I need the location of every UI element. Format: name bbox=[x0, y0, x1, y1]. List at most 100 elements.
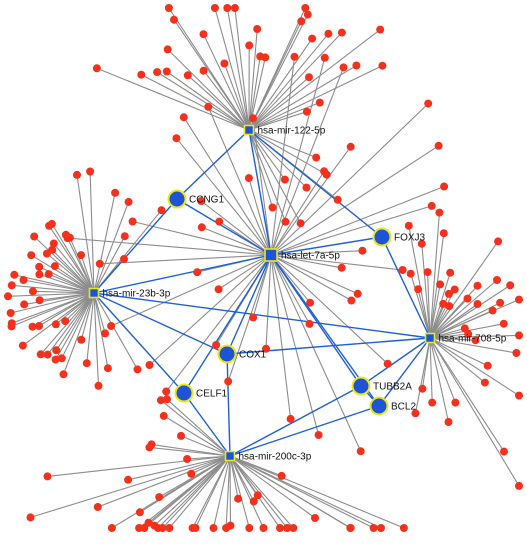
target-edge bbox=[229, 455, 281, 529]
target-node bbox=[43, 350, 52, 359]
target-node bbox=[144, 518, 153, 527]
target-edge bbox=[180, 435, 231, 457]
target-edge bbox=[270, 254, 292, 419]
target-node bbox=[436, 280, 445, 289]
gene-node-cox1 bbox=[217, 344, 237, 364]
target-edge bbox=[234, 7, 250, 131]
target-edge bbox=[265, 254, 272, 349]
target-edge bbox=[429, 299, 520, 339]
target-node bbox=[414, 285, 423, 294]
target-node bbox=[163, 45, 172, 54]
target-node bbox=[280, 175, 289, 184]
target-edge bbox=[93, 192, 116, 294]
target-node bbox=[445, 302, 454, 311]
target-node bbox=[10, 270, 19, 279]
target-node bbox=[177, 431, 185, 440]
target-node bbox=[162, 67, 171, 76]
mirna-node-let7 bbox=[264, 248, 278, 262]
target-edge bbox=[270, 103, 429, 256]
target-edge bbox=[429, 337, 450, 423]
target-edge bbox=[51, 223, 95, 294]
target-node bbox=[82, 359, 91, 368]
target-node bbox=[20, 300, 29, 309]
target-edge bbox=[166, 71, 250, 131]
target-edge bbox=[270, 250, 363, 256]
target-node bbox=[281, 217, 290, 226]
regulatory-edge bbox=[93, 292, 228, 355]
target-edge bbox=[429, 337, 456, 403]
target-edge bbox=[218, 254, 272, 290]
target-edge bbox=[14, 274, 95, 294]
target-edge bbox=[200, 200, 272, 256]
target-node bbox=[244, 174, 253, 183]
target-node bbox=[308, 34, 317, 43]
target-node bbox=[423, 268, 432, 277]
target-node bbox=[147, 440, 156, 449]
target-node bbox=[333, 195, 342, 204]
target-node bbox=[283, 524, 292, 532]
target-node bbox=[337, 28, 346, 37]
target-node bbox=[93, 503, 102, 511]
target-edge bbox=[270, 145, 439, 256]
regulatory-edge bbox=[176, 198, 272, 256]
target-edge bbox=[212, 455, 231, 529]
target-node bbox=[48, 245, 57, 254]
target-edge bbox=[195, 455, 231, 529]
target-edge bbox=[248, 65, 357, 131]
target-edge bbox=[248, 65, 383, 131]
target-node bbox=[111, 188, 120, 197]
target-node bbox=[311, 514, 319, 522]
target-edge bbox=[47, 455, 231, 477]
target-edge bbox=[270, 254, 389, 365]
target-edge bbox=[429, 298, 468, 339]
target-edge bbox=[167, 49, 250, 131]
regulatory-edge bbox=[229, 405, 380, 457]
target-node bbox=[179, 113, 188, 122]
target-node bbox=[183, 71, 192, 80]
target-edge bbox=[248, 177, 272, 256]
target-node bbox=[451, 398, 460, 407]
target-edge bbox=[248, 129, 327, 176]
target-node bbox=[95, 259, 104, 268]
target-edge bbox=[270, 254, 352, 301]
target-node bbox=[4, 292, 12, 301]
target-node bbox=[312, 153, 321, 162]
target-edge bbox=[429, 337, 476, 341]
target-edge bbox=[270, 254, 362, 452]
target-edge bbox=[248, 129, 287, 223]
target-node bbox=[172, 134, 181, 143]
target-node bbox=[245, 524, 254, 532]
target-node bbox=[162, 387, 171, 396]
target-edge bbox=[99, 254, 272, 265]
target-edge bbox=[30, 455, 231, 518]
target-edge bbox=[270, 205, 432, 256]
target-node bbox=[7, 281, 16, 290]
target-node bbox=[480, 378, 489, 387]
target-edge bbox=[11, 284, 95, 294]
target-edge bbox=[429, 337, 488, 367]
target-edge bbox=[32, 290, 95, 294]
target-node bbox=[210, 4, 219, 12]
target-node bbox=[249, 114, 257, 123]
target-node bbox=[500, 447, 508, 456]
regulatory-edge bbox=[270, 236, 383, 256]
target-edge bbox=[248, 32, 343, 131]
target-edge bbox=[69, 237, 95, 294]
target-edge bbox=[32, 292, 95, 328]
mirna-node-m200c bbox=[224, 450, 236, 462]
target-node bbox=[506, 281, 515, 290]
target-edge bbox=[248, 129, 302, 224]
gene-label-celf1: CELF1 bbox=[196, 389, 228, 400]
target-node bbox=[249, 497, 258, 506]
target-edge bbox=[141, 74, 250, 131]
target-node bbox=[473, 281, 482, 290]
target-node bbox=[439, 299, 448, 308]
target-node bbox=[199, 30, 208, 39]
target-edge bbox=[429, 337, 520, 397]
mirna-node-m23b bbox=[88, 287, 100, 299]
target-edge bbox=[229, 455, 232, 526]
target-edge bbox=[110, 254, 272, 327]
gene-label-foxj3: FOXJ3 bbox=[394, 233, 426, 244]
target-edge bbox=[51, 249, 95, 294]
target-node bbox=[259, 524, 268, 532]
